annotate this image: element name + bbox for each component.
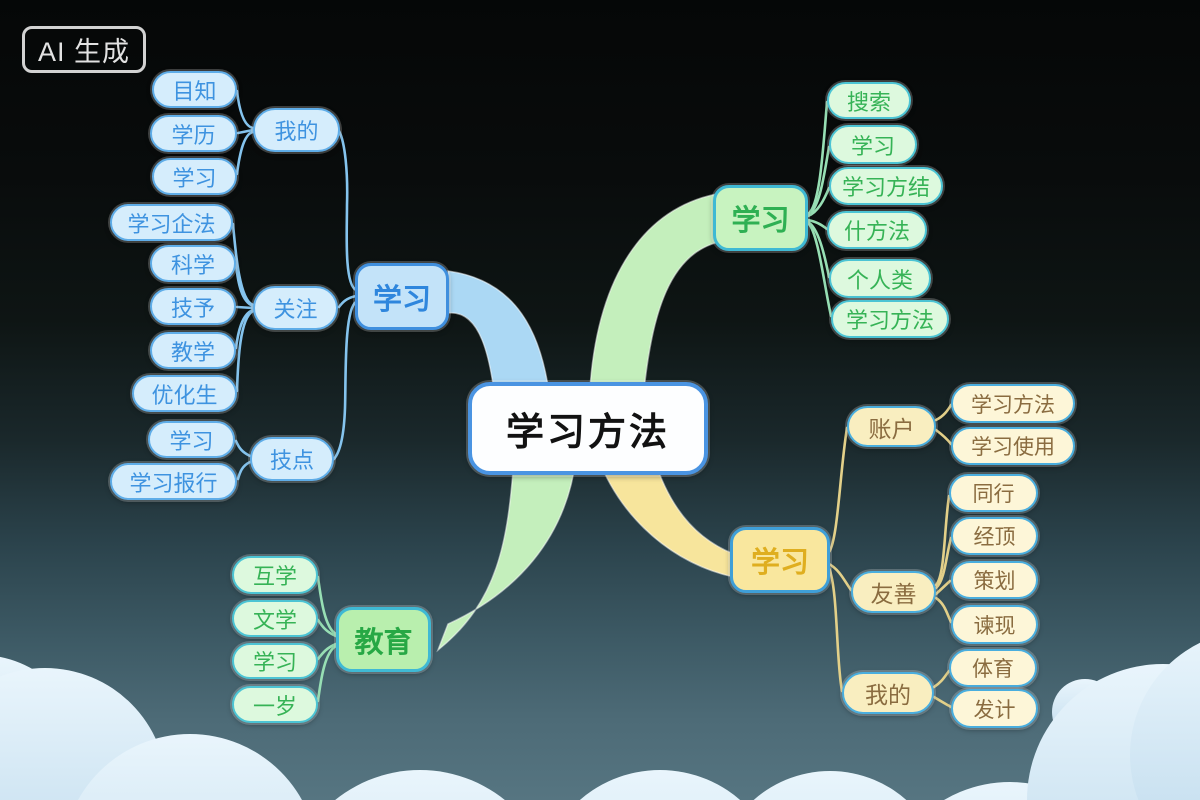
- leaf-node: 技予: [150, 288, 236, 325]
- leaf-node: 谏现: [951, 605, 1038, 644]
- leaf-node: 什方法: [827, 211, 927, 249]
- subtopic-node: 关注: [253, 286, 338, 330]
- subtopic-node: 我的: [253, 108, 340, 152]
- leaf-node: 学习: [148, 421, 235, 458]
- leaf-node: 学习方结: [829, 167, 943, 205]
- branch-node-green-bottom: 教育: [336, 607, 431, 672]
- leaf-node: 策划: [951, 561, 1038, 599]
- central-topic-node: 学习方法: [468, 382, 708, 475]
- ai-generated-badge: AI 生成: [22, 26, 147, 73]
- green-top-connectors: [806, 100, 833, 318]
- subtopic-node: 我的: [842, 672, 934, 714]
- leaf-node: 同行: [949, 474, 1038, 512]
- ribbon-green-bottom: [436, 457, 577, 653]
- subtopic-node: 账户: [847, 406, 936, 447]
- yellow-connectors: [827, 403, 953, 709]
- leaf-node: 经顶: [951, 517, 1038, 555]
- leaf-node: 学习: [152, 158, 237, 195]
- leaf-node: 优化生: [132, 375, 237, 412]
- leaf-node: 学习: [232, 643, 318, 679]
- branch-node-yellow: 学习: [730, 527, 830, 593]
- leaf-node: 文学: [232, 600, 318, 637]
- leaf-node: 学习方法: [951, 384, 1075, 423]
- leaf-node: 发计: [951, 689, 1038, 728]
- green-bottom-connectors: [316, 575, 338, 703]
- branch-node-green-top: 学习: [713, 185, 808, 251]
- leaf-node: 一岁: [232, 686, 318, 723]
- cloud-shapes: [0, 642, 1200, 800]
- subtopic-node: 技点: [250, 437, 334, 481]
- ribbon-yellow: [596, 457, 735, 578]
- leaf-node: 学习: [829, 125, 917, 164]
- leaf-node: 学习企法: [110, 204, 233, 241]
- leaf-node: 目知: [152, 71, 237, 108]
- leaf-node: 搜索: [827, 82, 911, 119]
- leaf-node: 学习方法: [831, 300, 949, 338]
- leaf-node: 学习使用: [951, 427, 1075, 465]
- leaf-node: 学历: [150, 115, 237, 152]
- leaf-node: 教学: [150, 332, 236, 369]
- leaf-node: 学习报行: [110, 463, 237, 500]
- leaf-node: 个人类: [829, 259, 931, 298]
- leaf-node: 科学: [150, 245, 236, 282]
- branch-node-blue: 学习: [355, 263, 449, 330]
- blue-connectors: [231, 89, 358, 481]
- leaf-node: 互学: [232, 556, 318, 594]
- subtopic-node: 友善: [851, 571, 936, 613]
- leaf-node: 体育: [949, 649, 1037, 687]
